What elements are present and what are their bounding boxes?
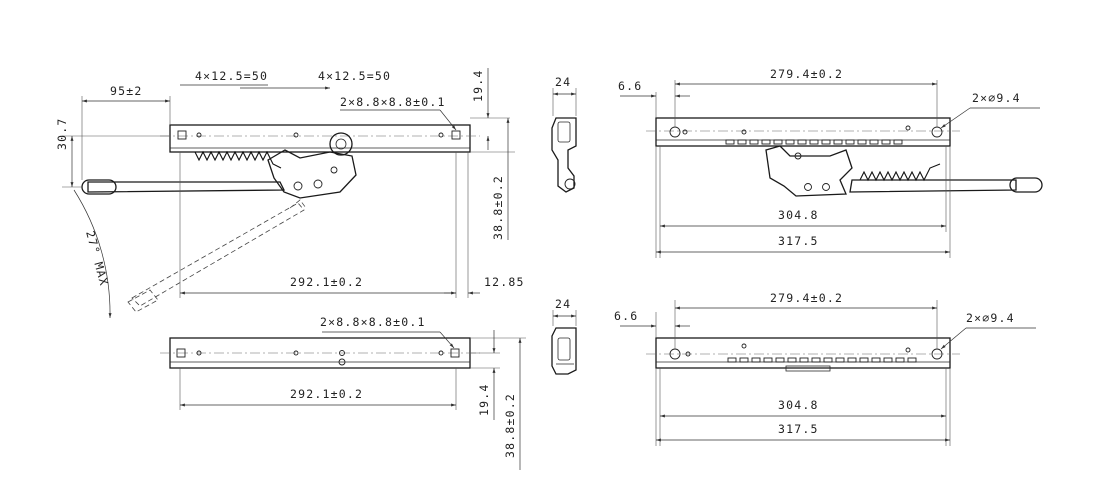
bottom-right-view: 6.6 279.4±0.2 2×∅9.4 304.8 317.5 xyxy=(614,291,1036,446)
tl-rail xyxy=(169,124,471,153)
tr-lock-plate xyxy=(765,145,853,197)
tl-handle-bar xyxy=(87,181,286,193)
tl-h388-label: 38.8±0.2 xyxy=(491,175,505,240)
tr-rail xyxy=(655,117,951,147)
tl-slot-right xyxy=(451,130,461,140)
tl-h19-label: 19.4 xyxy=(471,70,485,103)
tr-dia-label: 2×∅9.4 xyxy=(972,91,1021,105)
tl-slot-left xyxy=(177,130,187,140)
bottom-left-view: 2×8.8×8.8±0.1 292.1±0.2 19.4 38.8±0.2 xyxy=(160,315,526,470)
tr-3048-label: 304.8 xyxy=(778,208,819,222)
top-right-view: 6.6 279.4±0.2 2×∅9.4 304.8 317.5 xyxy=(618,67,1043,258)
bl-slot-left xyxy=(176,348,186,358)
top-center-end-view: 24 xyxy=(551,75,577,193)
bl-2921-label: 292.1±0.2 xyxy=(290,387,363,401)
tr-hole-left xyxy=(669,126,681,138)
bl-388-label: 38.8±0.2 xyxy=(503,393,517,458)
tl-spring xyxy=(194,150,282,169)
br-66-label: 6.6 xyxy=(614,309,638,323)
bl-slot-right xyxy=(450,348,460,358)
br-dia-label: 2×∅9.4 xyxy=(966,311,1015,325)
tr-spring xyxy=(859,163,941,182)
br-rail xyxy=(655,337,951,369)
tc-24-label: 24 xyxy=(555,75,571,89)
br-3175-label: 317.5 xyxy=(778,422,819,436)
tl-slots-label: 2×8.8×8.8±0.1 xyxy=(340,95,446,109)
tr-rack xyxy=(725,139,903,145)
br-3048-label: 304.8 xyxy=(778,398,819,412)
tl-handle-hidden xyxy=(131,202,305,307)
tl-lock-plate xyxy=(267,149,357,199)
tl-h307-label: 30.7 xyxy=(55,118,69,151)
bc-profile xyxy=(551,327,577,375)
bl-194-label: 19.4 xyxy=(477,384,491,417)
tr-2794-label: 279.4±0.2 xyxy=(770,67,843,81)
tl-95-label: 95±2 xyxy=(110,84,143,98)
tc-profile xyxy=(551,117,577,193)
bc-24-label: 24 xyxy=(555,297,571,311)
tl-lock-pivot xyxy=(329,132,353,156)
tr-handle-bar xyxy=(849,179,1017,193)
br-2794-label: 279.4±0.2 xyxy=(770,291,843,305)
bl-slots-label: 2×8.8×8.8±0.1 xyxy=(320,315,426,329)
tl-2921-label: 292.1±0.2 xyxy=(290,275,363,289)
tr-3175-label: 317.5 xyxy=(778,234,819,248)
tr-hole-right xyxy=(931,126,943,138)
tl-angle-label: 27° MAX xyxy=(83,229,111,288)
br-rack xyxy=(727,357,917,363)
tl-pitch-left-label: 4×12.5=50 xyxy=(195,69,268,83)
tr-66-label: 6.6 xyxy=(618,79,642,93)
top-left-view: 27° MAX 95±2 4×12.5=50 4×12.5=50 2×8.8×8… xyxy=(55,68,525,319)
bottom-center-end-view: 24 xyxy=(551,297,577,375)
tl-1285-label: 12.85 xyxy=(484,275,525,289)
tl-pitch-right-label: 4×12.5=50 xyxy=(318,69,391,83)
